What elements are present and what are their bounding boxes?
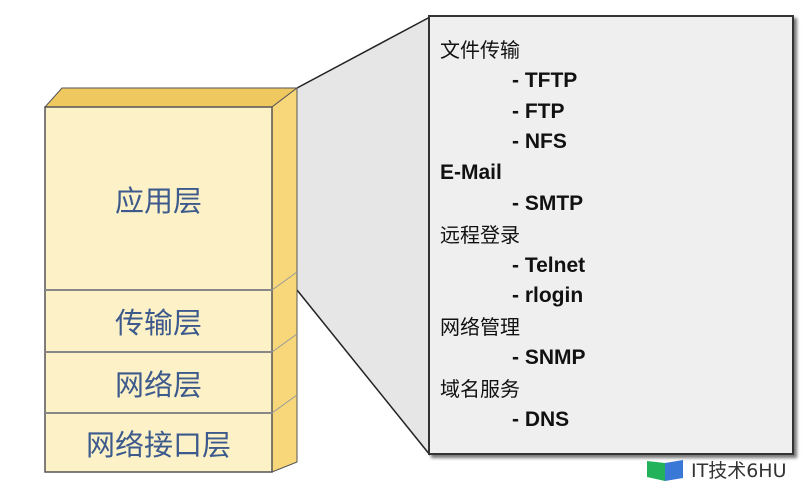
callout-line-item: - rlogin: [512, 284, 584, 308]
watermark: IT技术6HU: [645, 456, 787, 483]
layer-application: 应用层: [114, 183, 202, 218]
side-divider: [271, 333, 298, 353]
stack-top-face: [43, 87, 299, 108]
watermark-text: IT技术6HU: [691, 460, 787, 482]
callout-line-bold: E-Mail: [440, 161, 502, 185]
callout-line-item: - DNS: [512, 407, 570, 431]
callout-line-cat: 远程登录: [440, 222, 520, 247]
stack-side-face: [271, 86, 298, 473]
callout-line-item: - Telnet: [512, 253, 586, 277]
side-divider: [271, 394, 298, 414]
layer-network: 网络层: [114, 367, 202, 402]
connector-line-bottom: [296, 289, 431, 456]
side-divider: [271, 271, 298, 291]
book-logo-icon: [647, 459, 683, 481]
callout-line-cat: 文件传输: [440, 38, 520, 62]
connector-line-top: [296, 16, 431, 89]
callout-line-item: - SMTP: [512, 192, 584, 215]
callout-connector: [297, 17, 430, 455]
layer-transport: 传输层: [114, 306, 202, 340]
callout-line-cat: 域名服务: [440, 376, 520, 401]
protocol-callout-box: [428, 15, 794, 455]
layer-network-interface: 网络接口层: [85, 427, 231, 462]
callout-line-item: - SNMP: [512, 346, 586, 369]
callout-line-item: - FTP: [512, 99, 565, 123]
callout-line-cat: 网络管理: [440, 315, 520, 340]
callout-line-item: - NFS: [512, 130, 567, 154]
callout-line-item: - TFTP: [512, 68, 578, 92]
